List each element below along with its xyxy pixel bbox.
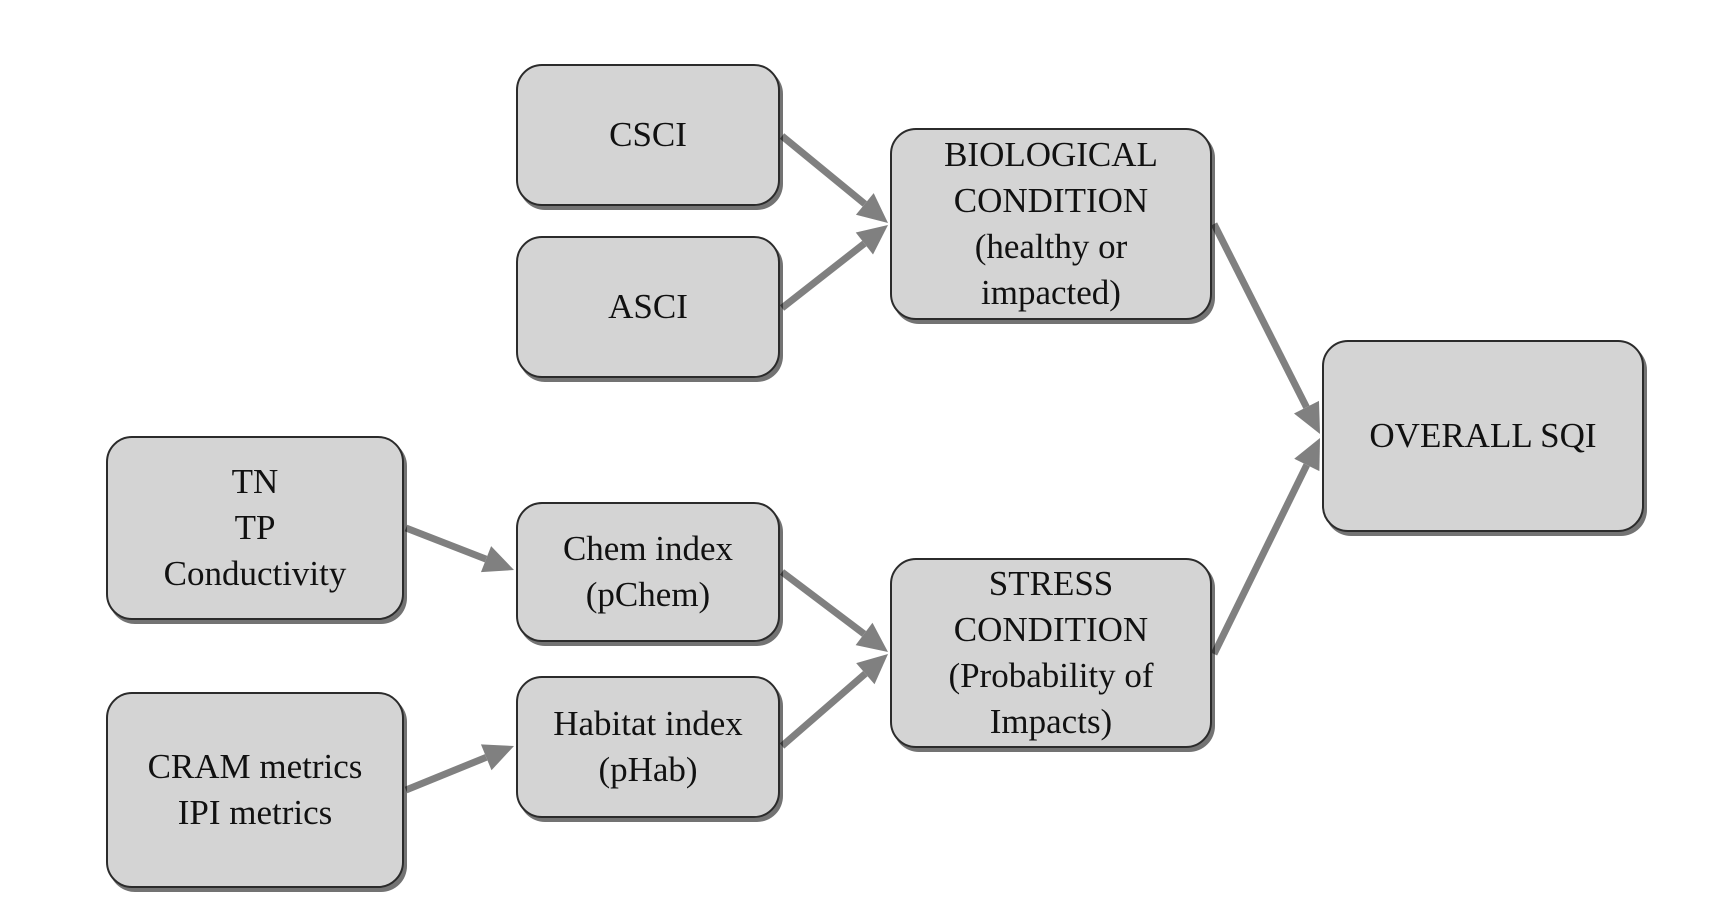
arrowhead-icon bbox=[855, 193, 888, 223]
arrowhead-icon bbox=[856, 654, 888, 685]
stress-condition-box: STRESS CONDITION (Probability of Impacts… bbox=[890, 558, 1212, 748]
arrow-stress-to-sqi bbox=[1210, 438, 1320, 656]
arrow-bio-to-sqi bbox=[1210, 222, 1320, 434]
stress-condition-label: STRESS CONDITION (Probability of Impacts… bbox=[948, 564, 1154, 741]
asci-label: ASCI bbox=[608, 287, 688, 326]
arrowhead-icon bbox=[1293, 400, 1320, 434]
arrowhead-icon bbox=[480, 546, 514, 573]
overall-sqi-label: OVERALL SQI bbox=[1369, 416, 1597, 455]
arrow-shaft bbox=[779, 569, 867, 637]
arrow-shaft bbox=[1210, 463, 1310, 656]
habitat-index-box: Habitat index (pHab) bbox=[516, 676, 780, 818]
cram-ipi-metrics-label: CRAM metrics IPI metrics bbox=[147, 747, 363, 832]
arrow-shaft bbox=[779, 671, 868, 749]
chem-index-box: Chem index (pChem) bbox=[516, 502, 780, 642]
arrow-nutrients-to-chem bbox=[404, 524, 514, 573]
arrow-shaft bbox=[1210, 222, 1310, 409]
overall-sqi-box: OVERALL SQI bbox=[1322, 340, 1644, 532]
cram-ipi-metrics-box: CRAM metrics IPI metrics bbox=[106, 692, 404, 888]
arrowhead-icon bbox=[855, 622, 888, 652]
arrow-cram-to-habitat bbox=[404, 744, 514, 794]
asci-box: ASCI bbox=[516, 236, 780, 378]
arrowhead-icon bbox=[855, 225, 888, 255]
arrow-shaft bbox=[404, 754, 488, 794]
habitat-index-label: Habitat index (pHab) bbox=[553, 704, 743, 789]
chem-index-label: Chem index (pChem) bbox=[562, 529, 734, 614]
arrow-csci-to-bio bbox=[779, 133, 888, 223]
arrow-asci-to-bio bbox=[779, 225, 888, 311]
arrow-habitat-to-stress bbox=[779, 654, 888, 749]
biological-condition-label: BIOLOGICAL CONDITION (healthy or impacte… bbox=[944, 135, 1158, 312]
csci-label: CSCI bbox=[609, 115, 687, 154]
csci-box: CSCI bbox=[516, 64, 780, 206]
arrowhead-icon bbox=[1294, 438, 1320, 472]
tn-tp-conductivity-box: TN TP Conductivity bbox=[106, 436, 404, 620]
arrow-shaft bbox=[779, 133, 868, 207]
tn-tp-conductivity-label: TN TP Conductivity bbox=[163, 462, 347, 593]
arrow-chem-to-stress bbox=[779, 569, 888, 652]
arrow-shaft bbox=[404, 524, 488, 563]
biological-condition-box: BIOLOGICAL CONDITION (healthy or impacte… bbox=[890, 128, 1212, 320]
arrowhead-icon bbox=[480, 744, 514, 771]
arrow-shaft bbox=[779, 240, 867, 311]
